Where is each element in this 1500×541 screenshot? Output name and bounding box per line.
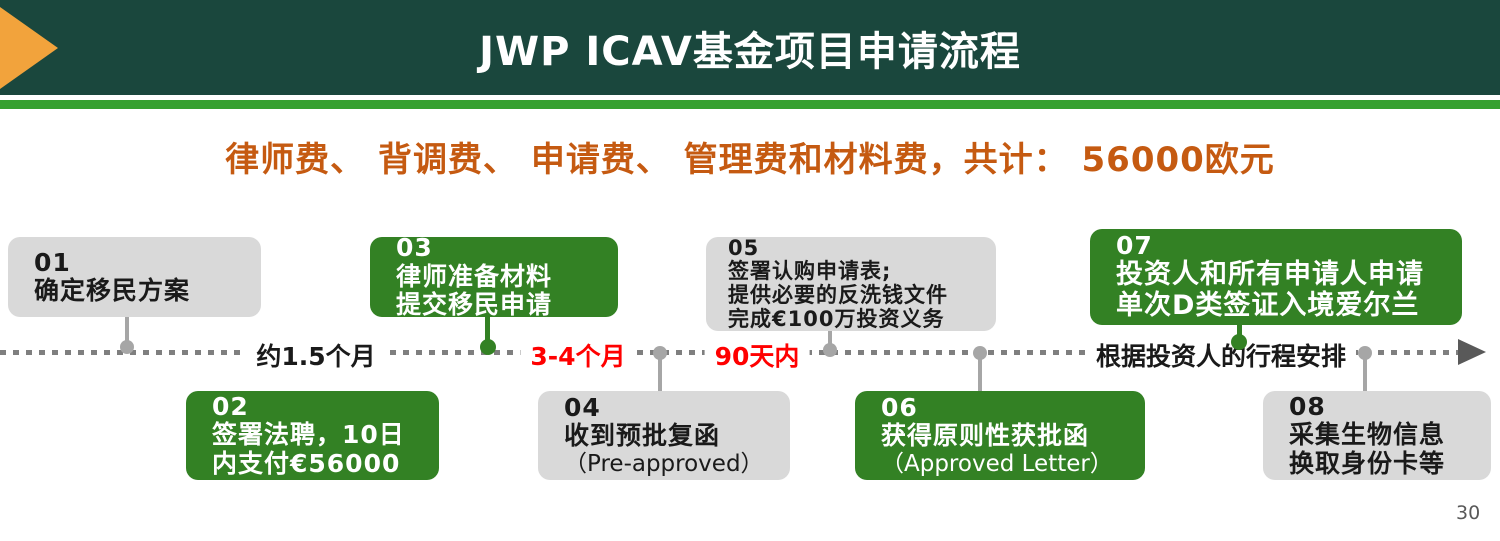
divider-stripe — [0, 100, 1500, 109]
page-number: 30 — [1456, 502, 1481, 524]
step-number: 05 — [728, 235, 760, 260]
timeline-dot-05 — [823, 343, 837, 357]
connector-step-01 — [125, 317, 129, 343]
step-box-03: 03 律师准备材料 提交移民申请 — [370, 233, 618, 320]
step-number: 02 — [212, 391, 249, 421]
step-text: （Pre-approved） — [564, 450, 764, 477]
step-box-02: 02 签署法聘，10日 内支付€56000 — [186, 391, 439, 480]
step-number: 07 — [1116, 230, 1153, 260]
timeline-dot-03 — [480, 339, 496, 355]
step-number: 04 — [564, 392, 601, 422]
step-text: 获得原则性获批函 — [881, 421, 1090, 451]
title-bar: JWP ICAV基金项目申请流程 — [0, 0, 1500, 95]
step-text: （Approved Letter） — [881, 450, 1113, 477]
step-text: 提供必要的反洗钱文件 — [728, 283, 948, 307]
step-text: 内支付€56000 — [212, 448, 401, 478]
connector-step-05 — [828, 331, 832, 346]
step-number: 06 — [881, 392, 918, 422]
step-number: 03 — [396, 233, 433, 263]
timeline-label-2: 3-4个月 — [520, 337, 636, 373]
arrow-right-icon — [0, 7, 58, 89]
fees-summary: 律师费、 背调费、 申请费、 管理费和材料费，共计： 56000欧元 — [225, 140, 1275, 180]
timeline-dot-07 — [1231, 334, 1247, 350]
step-text: 签署法聘，10日 — [212, 420, 405, 450]
step-box-01: 01 确定移民方案 — [8, 237, 261, 317]
connector-step-06 — [978, 352, 982, 391]
step-text: 采集生物信息 — [1289, 420, 1446, 450]
step-number: 08 — [1289, 391, 1326, 421]
step-box-04: 04 收到预批复函 （Pre-approved） — [538, 391, 790, 480]
step-text: 完成€100万投资义务 — [728, 306, 945, 331]
timeline-dot-04 — [653, 346, 667, 360]
timeline-label-3: 90天内 — [704, 337, 810, 373]
connector-step-03 — [485, 317, 490, 342]
step-text: 单次D类签证入境爱尔兰 — [1116, 290, 1420, 322]
step-text: 换取身份卡等 — [1289, 448, 1446, 478]
connector-step-07 — [1237, 325, 1242, 337]
step-box-08: 08 采集生物信息 换取身份卡等 — [1263, 391, 1491, 480]
step-box-05: 05 签署认购申请表; 提供必要的反洗钱文件 完成€100万投资义务 — [706, 235, 996, 331]
step-text: 收到预批复函 — [564, 421, 721, 451]
step-text: 提交移民申请 — [396, 290, 553, 320]
timeline-label-1: 约1.5个月 — [246, 337, 386, 373]
timeline-dot-01 — [120, 340, 134, 354]
step-text: 律师准备材料 — [396, 261, 553, 291]
step-text: 确定移民方案 — [34, 276, 191, 305]
step-box-07: 07 投资人和所有申请人申请 单次D类签证入境爱尔兰 — [1090, 229, 1462, 325]
timeline-label-4: 根据投资人的行程安排 — [1085, 337, 1357, 373]
connector-step-04 — [658, 352, 662, 391]
step-box-06: 06 获得原则性获批函 （Approved Letter） — [855, 391, 1145, 480]
step-text: 签署认购申请表; — [728, 259, 892, 284]
timeline-dot-06 — [973, 346, 987, 360]
timeline-dot-08 — [1358, 346, 1372, 360]
timeline-arrowhead-icon — [1458, 339, 1486, 365]
page-title: JWP ICAV基金项目申请流程 — [479, 28, 1021, 75]
step-number: 01 — [34, 247, 71, 277]
step-text: 投资人和所有申请人申请 — [1116, 259, 1424, 291]
connector-step-08 — [1363, 352, 1367, 391]
